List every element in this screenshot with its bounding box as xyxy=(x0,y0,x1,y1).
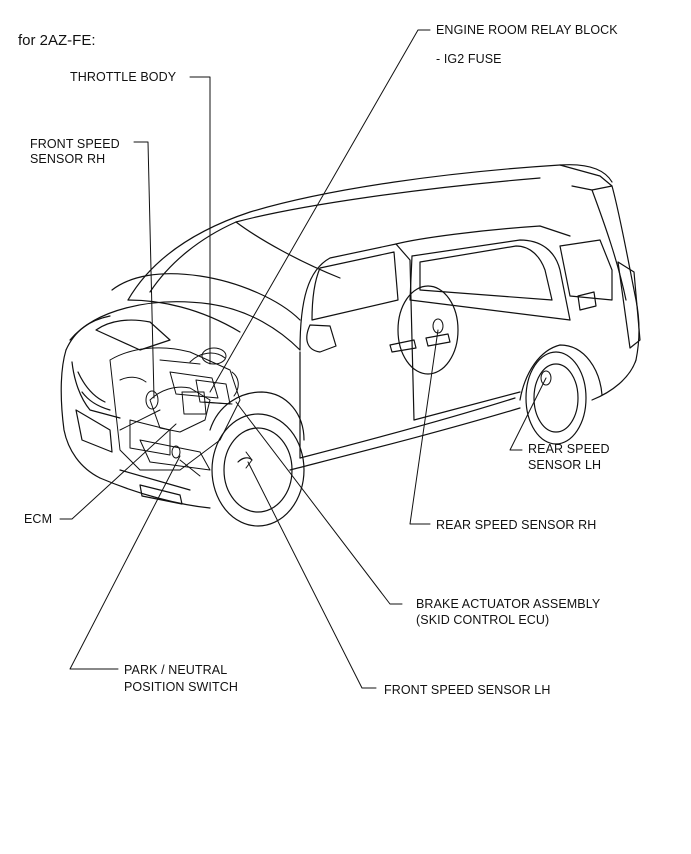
label-rear-speed-sensor-lh-line1: REAR SPEED xyxy=(528,442,610,456)
label-park-neutral-line2: POSITION SWITCH xyxy=(124,680,238,694)
label-ecm: ECM xyxy=(24,512,53,526)
label-rear-speed-sensor-rh: REAR SPEED SENSOR RH xyxy=(436,518,597,532)
label-park-neutral-line1: PARK / NEUTRAL xyxy=(124,663,228,677)
label-front-speed-sensor-rh-line2: SENSOR RH xyxy=(30,152,106,166)
diagram-heading: for 2AZ-FE: xyxy=(18,32,96,49)
label-front-speed-sensor-rh-line1: FRONT SPEED xyxy=(30,137,120,151)
label-ig2-fuse: - IG2 FUSE xyxy=(436,52,502,66)
engine-bay xyxy=(109,318,552,477)
label-brake-actuator-line2: (SKID CONTROL ECU) xyxy=(416,613,550,627)
van-body xyxy=(60,164,641,527)
label-front-speed-sensor-lh: FRONT SPEED SENSOR LH xyxy=(384,683,551,697)
label-throttle-body: THROTTLE BODY xyxy=(70,70,177,84)
label-brake-actuator-line1: BRAKE ACTUATOR ASSEMBLY xyxy=(416,597,601,611)
label-engine-room-relay-block: ENGINE ROOM RELAY BLOCK xyxy=(436,23,618,37)
label-rear-speed-sensor-lh-line2: SENSOR LH xyxy=(528,458,602,472)
leader-lines xyxy=(59,29,547,689)
